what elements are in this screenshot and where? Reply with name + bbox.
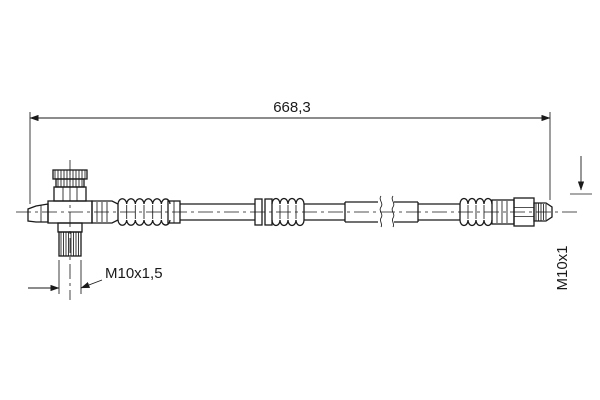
- double-ring-collar-1: [254, 198, 263, 226]
- bellows-section-1-ribs: [126, 205, 162, 219]
- overall-length-label: 668,3: [273, 99, 311, 116]
- bellows-section-2-top: [271, 197, 305, 205]
- bolt-collar-knurl: [57, 179, 83, 187]
- banjo-bolt-fitting: [27, 169, 93, 257]
- bellows-section-1-top: [117, 198, 171, 205]
- crimp-collar-left-ridges: [96, 202, 108, 222]
- left-thread-label: M10x1,5: [105, 265, 163, 282]
- threaded-tip: [533, 202, 553, 222]
- bellows-section-2-bottom: [271, 219, 305, 227]
- overall-length-dimension: 668,3: [29, 99, 551, 204]
- right-thread-label: M10x1: [554, 245, 571, 290]
- left-thread-dimension: M10x1,5: [28, 260, 163, 294]
- right-end-fitting: [491, 197, 553, 227]
- hose-nipple: [27, 203, 49, 223]
- bolt-head-knurl: [54, 170, 86, 179]
- break-line-1: [379, 195, 383, 228]
- bolt-thread: [58, 231, 82, 257]
- hex-nut-facets: [514, 207, 534, 217]
- bolt-thread-hatching: [60, 232, 79, 256]
- bellows-section-3-bottom: [459, 219, 493, 227]
- right-thread-annotation: M10x1: [554, 156, 592, 291]
- hose-body: [91, 195, 493, 228]
- break-line-2: [391, 195, 395, 228]
- threaded-tip-hatching: [535, 203, 547, 221]
- bolt-hex: [53, 186, 87, 202]
- dimension-arrow-right: [80, 279, 103, 289]
- hose-straight-lines: [180, 203, 460, 221]
- bellows-section-1-bottom: [117, 219, 171, 226]
- bolt-hex-facets: [62, 187, 78, 201]
- bellows-section-2-ribs: [279, 205, 297, 219]
- crimp-collar-right-ridges: [496, 201, 508, 223]
- double-ring-collar-2: [264, 198, 273, 226]
- bellows-section-3-ribs: [467, 205, 485, 219]
- protective-sleeve: [344, 201, 419, 223]
- bellows-section-3-top: [459, 197, 493, 205]
